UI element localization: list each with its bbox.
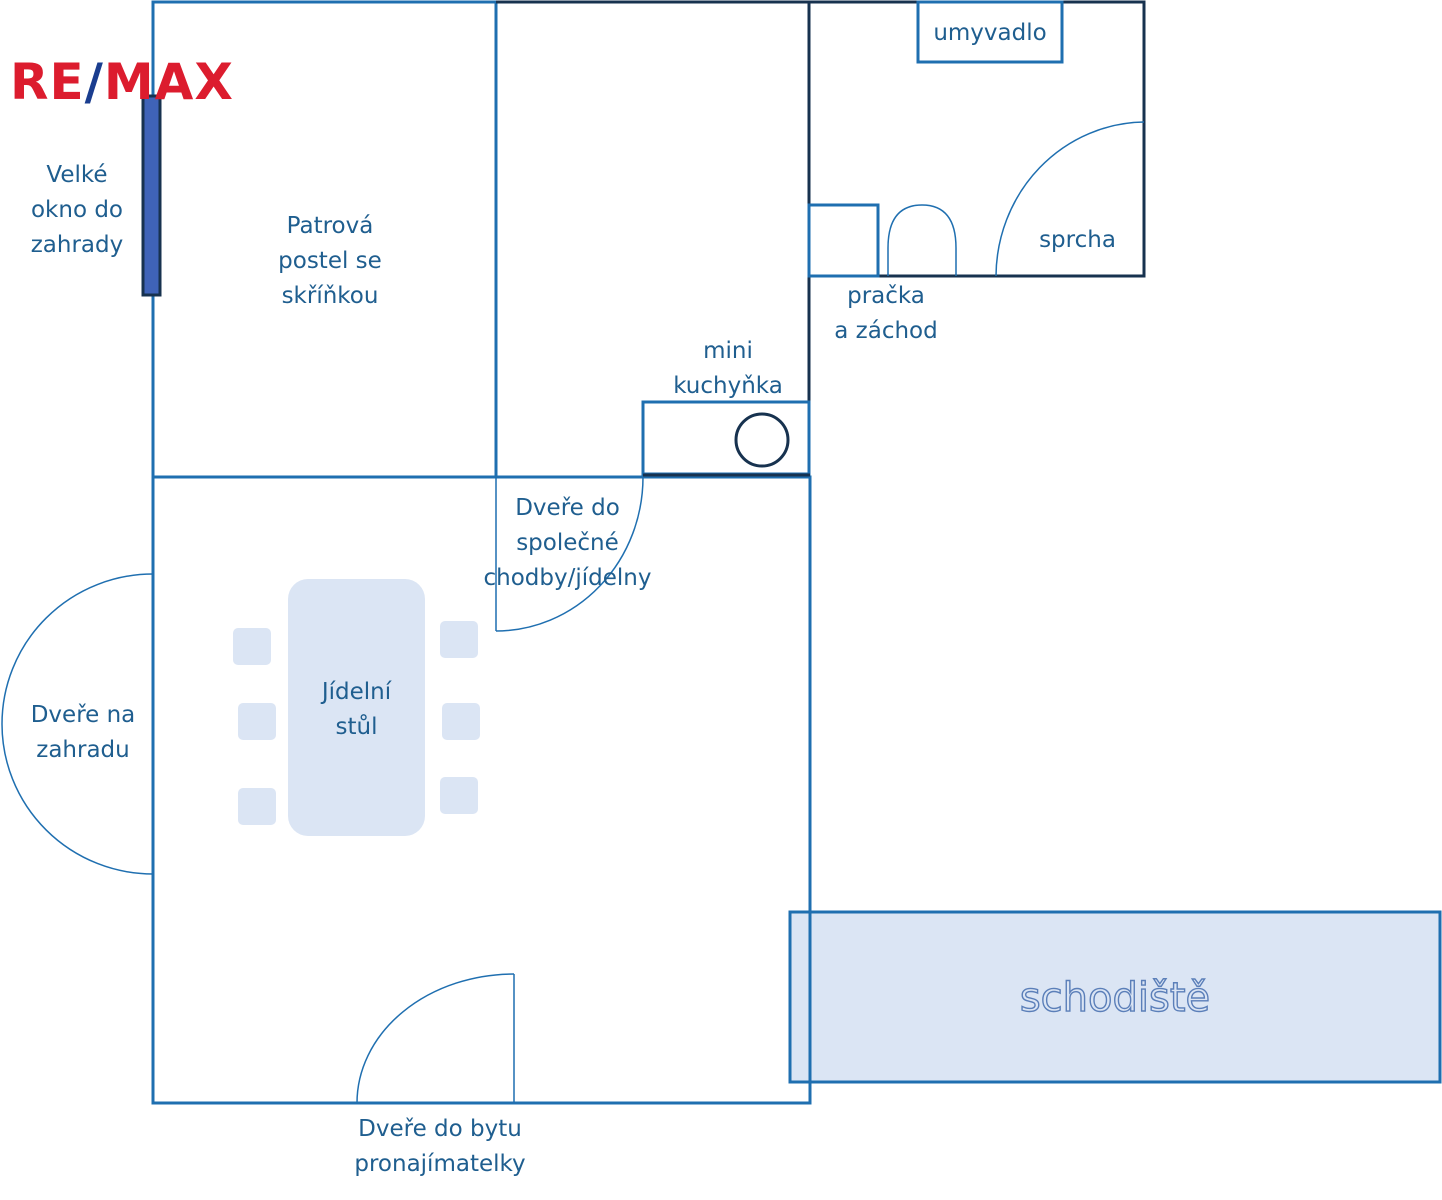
washbasin-label: umyvadlo <box>933 20 1047 46</box>
shower-label: sprcha <box>1039 227 1116 253</box>
chair <box>233 628 271 665</box>
logo-slash: / <box>84 53 104 111</box>
landlord-door-arc <box>356 973 515 1104</box>
staircase-label: schodiště <box>1019 974 1211 1021</box>
dining-table <box>288 579 425 836</box>
window-label: Velké okno do zahrady <box>30 162 124 258</box>
living-room-walls <box>151 475 812 1105</box>
chair <box>238 788 276 825</box>
toilet <box>887 204 957 276</box>
logo-part1: RE <box>10 53 85 111</box>
bunk-bed-label: Patrová postel se skříňkou <box>278 213 382 309</box>
kitchen-label: mini kuchyňka <box>673 338 783 399</box>
logo-part2: MAX <box>103 53 234 111</box>
shower-arc <box>995 121 1145 277</box>
garden-door-arc <box>1 573 154 875</box>
chair <box>440 621 478 658</box>
chair <box>440 777 478 814</box>
chair <box>238 703 276 740</box>
washing-machine <box>807 203 880 278</box>
garden-window <box>141 94 162 297</box>
kitchen-counter <box>641 400 811 476</box>
corridor-door-arc <box>495 476 644 632</box>
remax-logo: RE/MAX <box>10 52 234 112</box>
table-label: Jídelní stůl <box>321 679 392 740</box>
landlord-door-label: Dveře do bytu pronajímatelky <box>354 1116 526 1177</box>
washbasin <box>916 0 1064 64</box>
chair <box>442 703 480 740</box>
sink <box>734 412 790 468</box>
washer-wc-label: pračka a záchod <box>834 283 938 344</box>
corridor-door-label: Dveře do společné chodby/jídelny <box>483 495 652 591</box>
garden-door-label: Dveře na zahradu <box>30 702 136 763</box>
staircase <box>788 910 1442 1084</box>
